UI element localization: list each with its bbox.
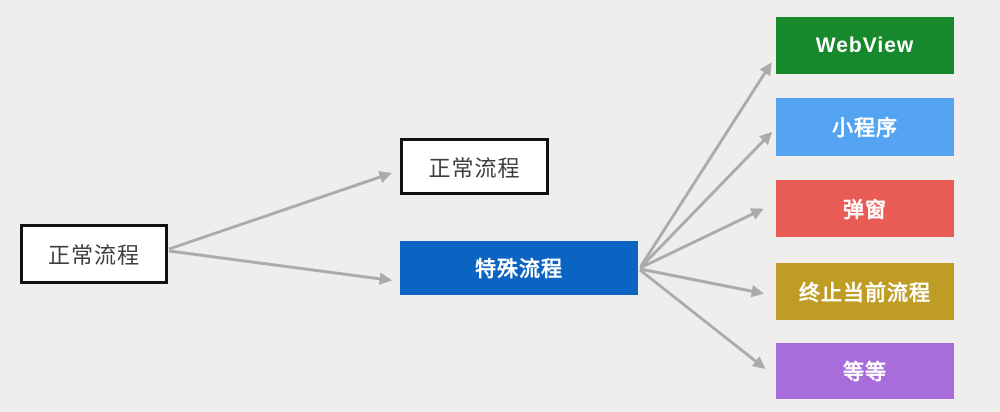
- node-label: 小程序: [832, 117, 898, 140]
- node-webview: WebView: [776, 17, 954, 74]
- arrow-source-to-special: [168, 249, 393, 286]
- node-label: 正常流程: [47, 243, 140, 268]
- arrow-source-to-normal: [168, 171, 392, 251]
- arrow-special-to-etc: [639, 268, 766, 369]
- node-terminate-current-flow: 终止当前流程: [776, 263, 954, 320]
- node-label: 等等: [843, 361, 887, 384]
- node-label: 特殊流程: [475, 258, 563, 281]
- arrow-special-to-popup: [639, 208, 764, 270]
- node-label: WebView: [815, 33, 915, 57]
- node-label: 终止当前流程: [799, 281, 931, 305]
- node-etc: 等等: [776, 343, 954, 399]
- node-normal-flow-source: 正常流程: [20, 224, 168, 284]
- node-special-flow: 特殊流程: [400, 241, 638, 295]
- node-miniprogram: 小程序: [776, 98, 954, 156]
- node-normal-flow: 正常流程: [400, 138, 549, 195]
- node-label: 弹窗: [843, 198, 887, 222]
- arrow-special-to-terminate: [639, 267, 765, 298]
- node-popup: 弹窗: [776, 180, 954, 237]
- arrow-special-to-webview: [639, 62, 772, 267]
- node-label: 正常流程: [428, 155, 521, 181]
- arrow-special-to-miniprogram: [639, 131, 773, 269]
